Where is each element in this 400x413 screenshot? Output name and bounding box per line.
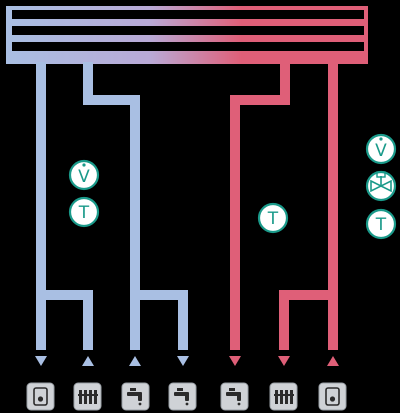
svg-text:V: V bbox=[78, 167, 90, 187]
radiator-icon bbox=[78, 390, 98, 404]
svg-text:T: T bbox=[267, 209, 279, 229]
appliance-boiler-hot bbox=[318, 382, 347, 411]
hot-pipe-outer-branch bbox=[279, 290, 333, 350]
appliance-boiler-cold bbox=[26, 382, 55, 411]
svg-text:V: V bbox=[375, 141, 387, 161]
cold-pipe-network bbox=[36, 62, 188, 350]
svg-text:T: T bbox=[375, 215, 387, 235]
cold-pipe-inner-branch bbox=[135, 290, 188, 350]
radiator-icon bbox=[274, 390, 294, 404]
flow-arrow-up-icon bbox=[129, 356, 141, 366]
faucet-icon bbox=[226, 388, 241, 406]
badge-left-flow: V bbox=[68, 159, 100, 191]
flow-dot-icon bbox=[82, 163, 86, 167]
appliance-row bbox=[26, 382, 347, 411]
hot-pipe-network bbox=[230, 62, 338, 350]
badge-right-flow: V bbox=[365, 133, 397, 165]
flow-arrow-down-icon bbox=[35, 356, 47, 366]
badge-center-temp: T bbox=[257, 202, 289, 234]
faucet-icon bbox=[174, 388, 189, 406]
cold-pipe-outer-branch bbox=[41, 290, 93, 350]
flow-arrow-down-icon bbox=[229, 356, 241, 366]
flow-arrow-down-icon bbox=[278, 356, 290, 366]
manifold-header bbox=[6, 6, 368, 64]
cold-pipe-inner bbox=[83, 62, 140, 350]
badge-right-temp: T bbox=[365, 208, 397, 240]
badge-left-temp: T bbox=[68, 196, 100, 228]
flow-arrow-up-icon bbox=[327, 356, 339, 366]
flow-arrow-up-icon bbox=[82, 356, 94, 366]
appliance-radiator-cold bbox=[73, 382, 102, 411]
flow-arrows bbox=[35, 356, 339, 366]
valve-icon bbox=[370, 171, 392, 193]
boiler-icon bbox=[33, 387, 48, 406]
hot-pipe-inner bbox=[230, 62, 290, 350]
appliance-faucet-2 bbox=[168, 382, 197, 411]
flow-dot-icon bbox=[379, 137, 383, 141]
appliance-faucet-3 bbox=[220, 382, 249, 411]
appliance-faucet-1 bbox=[121, 382, 150, 411]
faucet-icon bbox=[127, 388, 142, 406]
flow-arrow-down-icon bbox=[177, 356, 189, 366]
boiler-icon bbox=[325, 387, 340, 406]
appliance-radiator-hot bbox=[269, 382, 298, 411]
badge-right-valve bbox=[365, 170, 397, 202]
svg-text:T: T bbox=[78, 203, 90, 223]
